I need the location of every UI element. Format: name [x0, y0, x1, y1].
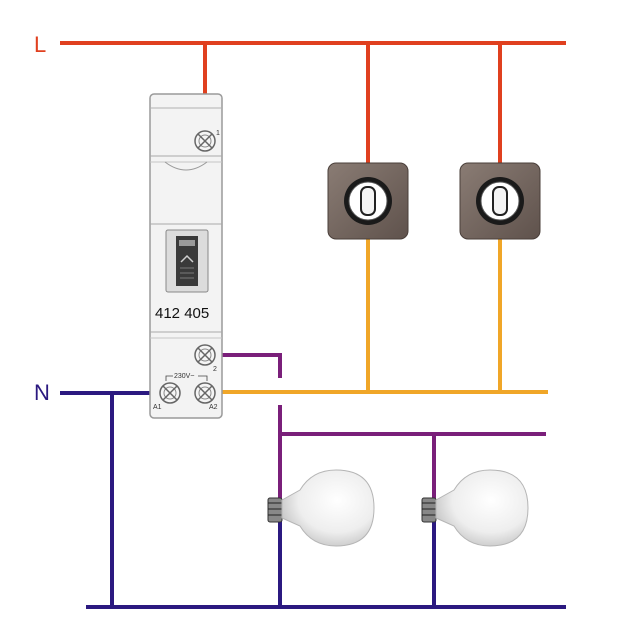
relay-module: 412 405 230V~ [149, 93, 223, 419]
terminal-1-label: 1 [216, 130, 220, 137]
terminal-a1-label: A1 [153, 404, 162, 411]
neutral-wires [60, 391, 566, 609]
relay-model-label: 412 405 [155, 305, 209, 322]
screw-terminal-2: 2 [194, 344, 217, 373]
neutral-label: N [34, 380, 50, 405]
switched-wires [208, 353, 546, 505]
push-button-icon [459, 162, 541, 240]
light-bulb-icon [267, 469, 375, 547]
switched-from-terminal-2 [208, 353, 282, 378]
terminal-2-label: 2 [213, 366, 217, 373]
light-bulb-icon [421, 469, 529, 547]
screw-terminal-a2: A2 [194, 382, 218, 411]
voltage-label: 230V~ [174, 373, 194, 380]
screw-terminal-1: 1 [194, 130, 220, 152]
control-wires [210, 238, 548, 394]
terminal-a2-label: A2 [209, 404, 218, 411]
live-label: L [34, 32, 46, 57]
relay-toggle [165, 229, 209, 293]
live-wires [60, 41, 566, 165]
screw-terminal-a1: A1 [153, 382, 181, 411]
push-button-icon [327, 162, 409, 240]
